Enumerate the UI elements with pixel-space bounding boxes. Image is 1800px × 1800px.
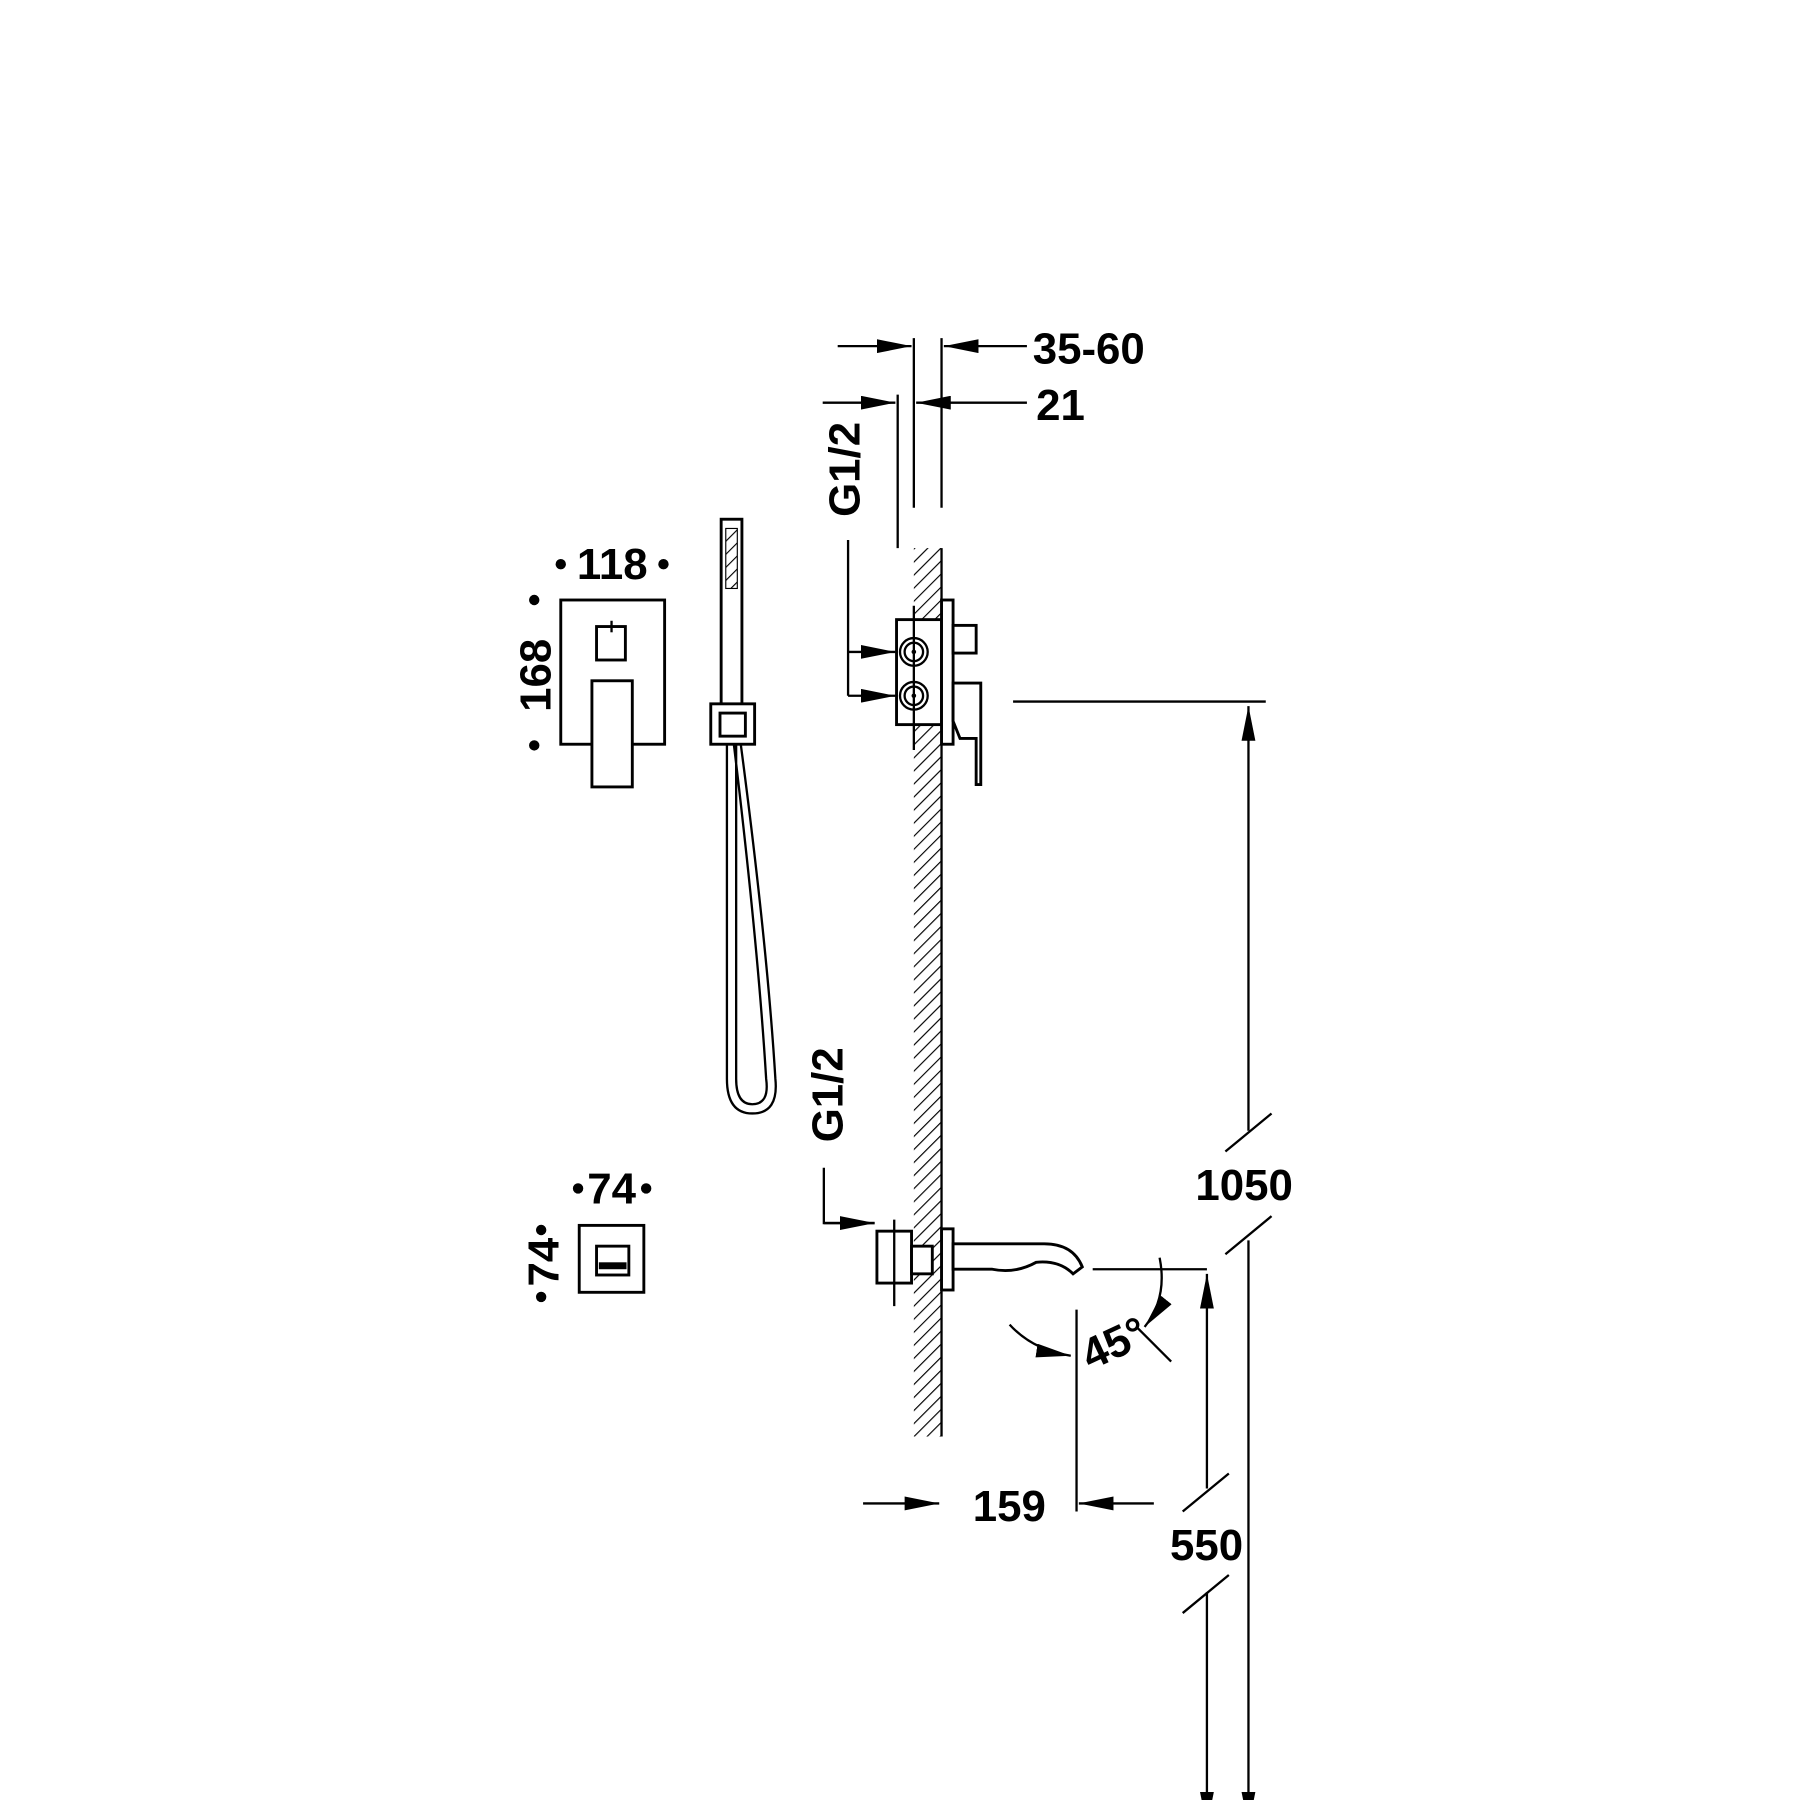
plate-depth-label: 21 [1036, 381, 1085, 430]
mixer-height-label: 1050 [1195, 1161, 1293, 1210]
mixer-height-dimension: 1050 [1013, 700, 1293, 1800]
inlet-thread-top-label: G1/2 [821, 422, 870, 517]
spout-side-view [875, 1219, 1085, 1307]
diverter-width-label: 74 [587, 1164, 636, 1213]
spout-projection-dimension: 159 [863, 1309, 1154, 1531]
diverter-front-view: 74 74 [519, 1164, 652, 1303]
diverter-height-label: 74 [519, 1237, 568, 1286]
mixer-height-label-front: 168 [511, 639, 560, 712]
wall-thickness-label: 35-60 [1033, 324, 1145, 373]
spout-projection-label: 159 [973, 1482, 1046, 1531]
hand-shower [709, 517, 777, 1115]
inlet-thread-bottom-dimension: G1/2 [803, 1047, 875, 1230]
mixer-width-label: 118 [577, 540, 648, 589]
spout-height-dimension: 550 [1092, 1268, 1243, 1800]
inlet-thread-bottom-label: G1/2 [803, 1047, 852, 1142]
inlet-thread-top-dimension: G1/2 [821, 422, 896, 703]
spout-angle-dimension: 45° [1008, 1257, 1172, 1380]
plate-depth-dimension: 21 [822, 381, 1085, 549]
wall-thickness-dimension: 35-60 [837, 324, 1145, 508]
spout-height-label: 550 [1170, 1521, 1243, 1570]
mixer-side-view [895, 598, 983, 787]
mixer-front-view: 118 168 [511, 540, 669, 789]
spout-angle-label: 45° [1074, 1307, 1155, 1379]
